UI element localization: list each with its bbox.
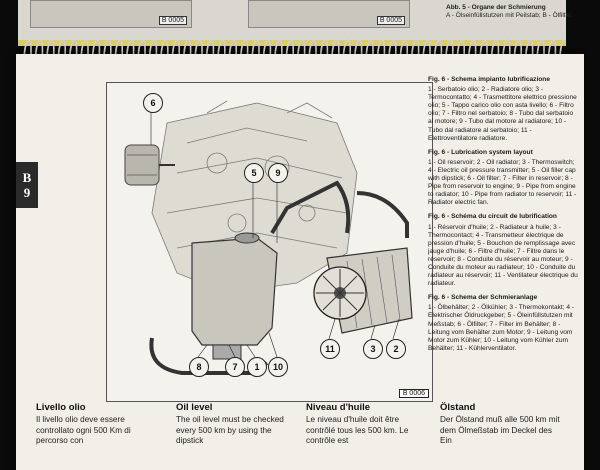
column-french: Niveau d'huile Le niveau d'huile doit êt… [306, 402, 426, 447]
lubrication-diagram: 6 5 9 8 7 1 10 11 3 2 B 0006 [106, 82, 433, 402]
previous-figure-code-left: B 0005 [158, 16, 187, 25]
caption-italian: Fig. 6 - Schema impianto lubrificazione … [428, 76, 578, 143]
caption-text: 1 - Serbatoio olio; 2 - Radiatore olio; … [428, 86, 577, 142]
caption-text: 1 - Oil reservoir; 2 - Oil radiator; 3 -… [428, 158, 577, 207]
callout-9: 9 [268, 163, 288, 183]
figure-code: B 0006 [398, 389, 429, 398]
previous-figure-left: B 0005 [30, 0, 192, 28]
callout-6: 6 [143, 93, 163, 113]
previous-caption-title: Abb. 5 - Organe der Schmierung [446, 4, 546, 11]
section-heading: Niveau d'huile [306, 402, 371, 413]
section-tab-letter: B [22, 170, 32, 185]
figure-captions: Fig. 6 - Schema impianto lubrificazione … [428, 76, 578, 359]
section-paragraph: The oil level must be checked every 500 … [176, 415, 284, 445]
previous-page: B 0005 B 0005 Abb. 5 - Organe der Schmie… [18, 0, 573, 40]
column-english: Oil level The oil level must be checked … [176, 402, 296, 447]
previous-figure-right: B 0005 [248, 0, 410, 28]
callout-10: 10 [268, 357, 288, 377]
manual-page: B 9 [16, 54, 584, 470]
caption-title: Fig. 6 - Schéma du circuit de lubrificat… [428, 213, 557, 221]
caption-text: 1 - Réservoir d'huile; 2 - Radiateur à h… [428, 223, 578, 288]
callout-2: 2 [386, 339, 406, 359]
callout-8: 8 [189, 357, 209, 377]
oil-reservoir [191, 232, 278, 360]
section-paragraph: Il livello olio deve essere controllato … [36, 415, 131, 445]
caption-french: Fig. 6 - Schéma du circuit de lubrificat… [428, 213, 578, 288]
caption-title: Fig. 6 - Lubrication system layout [428, 148, 533, 156]
leader-lines [150, 111, 400, 358]
caption-title: Fig. 6 - Schema der Schmieranlage [428, 294, 538, 302]
column-german: Ölstand Der Ölstand muß alle 500 km mit … [440, 402, 560, 447]
oil-filter [124, 144, 175, 186]
previous-caption: Abb. 5 - Organe der Schmierung A - Ölsei… [446, 4, 586, 20]
section-heading: Livello olio [36, 402, 86, 413]
section-tab-number: 9 [23, 185, 31, 200]
diagram-drawing [124, 100, 413, 375]
callout-1: 1 [247, 357, 267, 377]
oil-radiator [313, 247, 413, 334]
caption-title: Fig. 6 - Schema impianto lubrificazione [428, 76, 551, 83]
caption-english: Fig. 6 - Lubrication system layout 1 - O… [428, 149, 578, 208]
body-text: Livello olio Il livello olio deve essere… [36, 402, 584, 466]
callout-3: 3 [363, 339, 383, 359]
section-tab: B 9 [16, 162, 38, 208]
caption-text: 1 - Ölbehälter; 2 - Ölkühler; 3 - Thermo… [428, 304, 575, 352]
section-paragraph: Der Ölstand muß alle 500 km mit dem Ölme… [440, 415, 560, 445]
previous-figure-code-right: B 0005 [376, 16, 405, 25]
callout-11: 11 [320, 339, 340, 359]
caption-german: Fig. 6 - Schema der Schmieranlage 1 - Öl… [428, 294, 578, 353]
section-paragraph: Le niveau d'huile doit être contrôlé tou… [306, 415, 409, 445]
callout-5: 5 [244, 163, 264, 183]
section-heading: Oil level [176, 402, 213, 413]
previous-caption-text: A - Ölseinfüllstutzen mit Peilstab; B - … [446, 12, 573, 19]
callout-7: 7 [225, 357, 245, 377]
oil-pipes [149, 180, 409, 375]
column-italian: Livello olio Il livello olio deve essere… [36, 402, 156, 447]
section-heading: Ölstand [440, 402, 476, 413]
